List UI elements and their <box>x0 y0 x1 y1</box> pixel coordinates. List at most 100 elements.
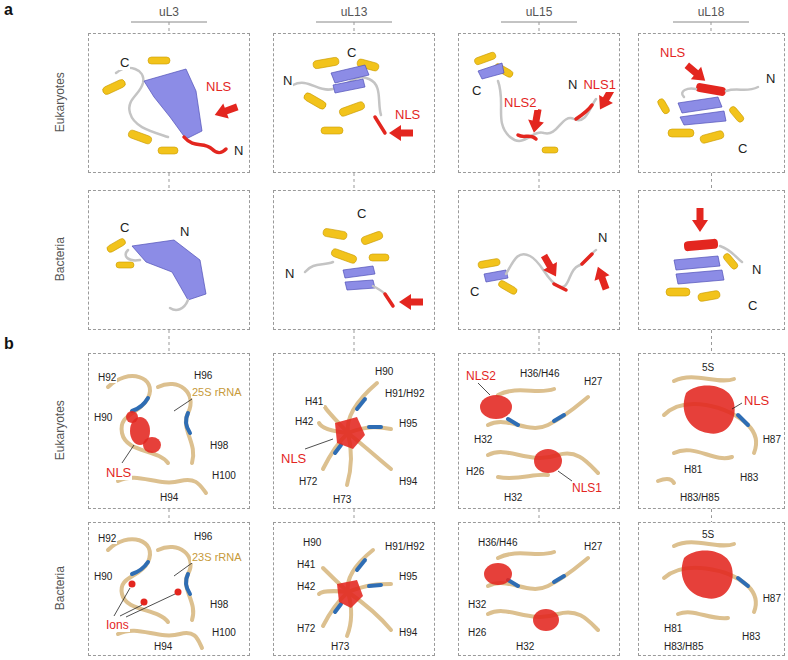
terminus-label: C <box>737 142 748 156</box>
helix-label: H81 <box>683 464 703 475</box>
helix-label: H92 <box>97 372 117 383</box>
nls-label: NLS <box>743 394 770 408</box>
protein-structure <box>666 208 742 302</box>
helix-label: H41 <box>296 559 316 570</box>
helix-label: H36/H46 <box>519 368 560 379</box>
column-header: uL3 <box>129 5 209 19</box>
panel-letter: b <box>4 334 14 353</box>
helix-label: H32 <box>515 641 535 652</box>
helix-label: H98 <box>209 599 229 610</box>
helix-label: H100 <box>211 627 237 638</box>
helix-label: 5S <box>701 529 715 540</box>
structure-panel: 5SH87H81H83H83/H85 <box>638 522 785 656</box>
helix-label: H95 <box>398 571 418 582</box>
helix-label: H72 <box>298 476 318 487</box>
structure-panel: H36/H46H27NLS2H32H26NLS1H32 <box>458 353 620 509</box>
helix-label: H32 <box>467 599 487 610</box>
helix-label: H94 <box>153 641 173 652</box>
rrna-ribbon <box>305 383 391 485</box>
panel-connector <box>539 173 540 190</box>
structure-panel: NLSNC <box>638 33 785 173</box>
panel-connector <box>169 509 170 522</box>
helix-label: H42 <box>294 416 314 427</box>
structure-panel: NC <box>638 190 785 330</box>
helix-label: H96 <box>193 531 213 542</box>
protein-structure <box>657 59 758 144</box>
terminus-label: C <box>119 221 130 235</box>
protein-structure <box>305 228 423 310</box>
protein-structure <box>106 237 206 310</box>
nls-label: NLS <box>105 466 132 480</box>
terminus-label: C <box>356 207 367 221</box>
helix-label: H42 <box>296 581 316 592</box>
panel-connector <box>539 330 540 353</box>
helix-label: H83 <box>741 631 761 642</box>
rrna-ribbon <box>664 542 756 618</box>
nls-label: NLS2 <box>465 370 497 383</box>
helix-label: H98 <box>209 440 229 451</box>
rrna-ribbon <box>658 377 756 483</box>
nls-label: Ions <box>105 619 130 632</box>
panel-connector <box>354 330 355 353</box>
helix-label: H91/H92 <box>384 388 425 399</box>
helix-label: H83 <box>739 472 759 483</box>
structure-panel: H92H9625S rRNAH90NLSH98H100H94 <box>88 353 250 509</box>
helix-label: H83/H85 <box>679 492 720 503</box>
terminus-label: N <box>282 74 293 88</box>
helix-label: H32 <box>503 492 523 503</box>
terminus-label: N <box>567 78 578 92</box>
helix-label: H94 <box>398 476 418 487</box>
panel-connector <box>711 173 712 190</box>
panel-connector <box>354 173 355 190</box>
rrna-ribbon <box>319 550 391 636</box>
row-label: Bacteria <box>53 199 67 319</box>
helix-label: 5S <box>701 362 715 373</box>
helix-label: H27 <box>583 376 603 387</box>
helix-label: H92 <box>97 533 117 544</box>
helix-label: H91/H92 <box>384 541 425 552</box>
structure-panel: H90H41H91/H92H42H95NLSH72H73H94 <box>273 353 435 509</box>
nls-label: NLS1 <box>582 78 617 92</box>
helix-label: H26 <box>467 627 487 638</box>
column-header: uL18 <box>671 5 751 19</box>
nls-label: NLS <box>205 80 232 94</box>
structure-panel: CN <box>88 190 250 330</box>
helix-label: H94 <box>398 627 418 638</box>
structure-panel: CNLSN <box>88 33 250 173</box>
terminus-label: N <box>765 72 776 86</box>
structure-panel: H36/H46H27H32H26H32 <box>458 522 620 656</box>
row-label: Eukaryotes <box>53 370 67 490</box>
helix-label: H83/H85 <box>663 641 704 652</box>
terminus-label: C <box>346 46 357 60</box>
panel-letter: a <box>4 0 13 19</box>
protein-structure <box>293 57 413 141</box>
terminus-label: C <box>747 299 758 313</box>
terminus-label: C <box>471 84 482 98</box>
structure-panel: C NLS2 N NLS1 <box>458 33 620 173</box>
helix-label: H94 <box>159 492 179 503</box>
column-header: uL15 <box>499 5 579 19</box>
panel-connector <box>711 330 712 353</box>
structure-panel: CN <box>273 190 435 330</box>
panel-connector <box>539 509 540 522</box>
terminus-label: C <box>469 285 480 299</box>
panel-connector <box>354 509 355 522</box>
protein-structure <box>478 250 614 295</box>
row-label: Eukaryotes <box>53 42 67 162</box>
terminus-label: N <box>751 263 762 277</box>
protein-structure <box>101 57 240 154</box>
helix-label: H90 <box>374 366 394 377</box>
helix-label: H26 <box>465 466 485 477</box>
helix-label: H27 <box>583 541 603 552</box>
protein-structure <box>474 51 619 153</box>
helix-label: H81 <box>663 623 683 634</box>
nls-label: NLS <box>280 452 307 466</box>
terminus-label: N <box>179 225 190 239</box>
helix-label: H90 <box>302 537 322 548</box>
nls-label: NLS2 <box>503 96 538 110</box>
helix-label: 23S rRNA <box>191 551 243 563</box>
helix-label: H90 <box>93 412 113 423</box>
structure-panel: CNNLS <box>273 33 435 173</box>
header-bracket <box>131 22 749 33</box>
